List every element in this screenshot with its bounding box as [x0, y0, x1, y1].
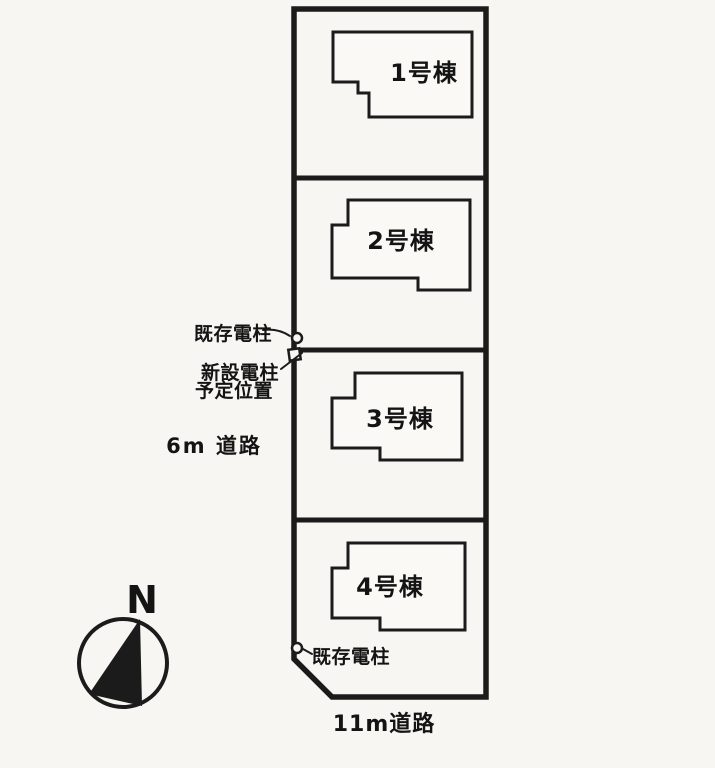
building-4-label: 4号棟 — [356, 573, 424, 601]
leader-existing-pole-upper — [262, 328, 291, 337]
leader-new-pole — [280, 352, 303, 370]
building-2-label: 2号棟 — [367, 227, 435, 255]
road-west-label: 6m 道路 — [166, 434, 262, 458]
plot-boundary — [291, 6, 489, 700]
road-south-label: 11m道路 — [333, 711, 436, 737]
existing-pole-upper-circle-icon — [290, 331, 304, 345]
compass-north-arrow-icon: N — [77, 578, 169, 709]
building-3-outline — [330, 371, 464, 462]
existing-pole-upper-label: 既存電柱 — [194, 322, 272, 345]
existing-pole-lower-circle-icon — [290, 641, 304, 655]
compass-needle — [89, 619, 142, 706]
existing-pole-lower-label: 既存電柱 — [312, 645, 390, 668]
building-1-label: 1号棟 — [390, 59, 458, 87]
new-pole-label-line1: 新設電柱 — [201, 361, 279, 384]
compass-circle — [77, 617, 169, 709]
building-3-label: 3号棟 — [366, 405, 434, 433]
leader-existing-pole-lower — [302, 648, 313, 655]
new-pole-label-line2: 予定位置 — [195, 379, 273, 402]
compass-north-label: N — [126, 578, 158, 622]
building-2-outline — [330, 198, 472, 292]
building-1-outline — [331, 30, 474, 119]
building-4-outline — [330, 541, 467, 632]
